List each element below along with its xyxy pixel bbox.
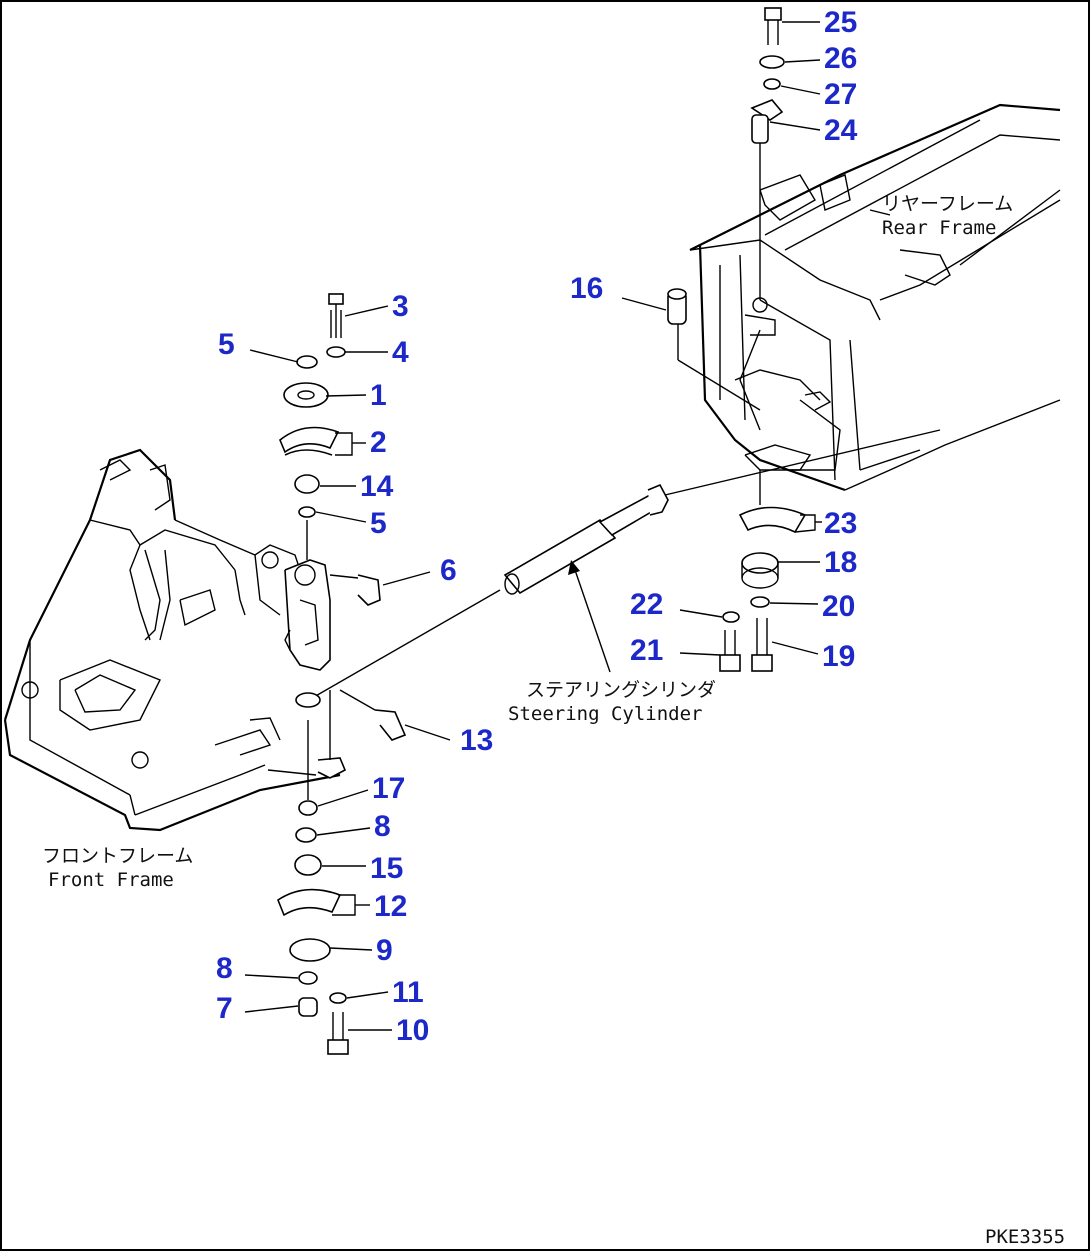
callout-15: 15 xyxy=(370,852,403,885)
callout-3: 3 xyxy=(392,290,409,323)
front-frame-label-jp: フロントフレーム xyxy=(42,845,193,867)
callout-4: 4 xyxy=(392,336,409,369)
rear-hinge-parts xyxy=(667,7,807,672)
callout-8: 8 xyxy=(374,810,391,843)
front-hinge-parts xyxy=(277,293,407,1055)
callout-17: 17 xyxy=(372,772,405,805)
callout-13: 13 xyxy=(460,724,493,757)
drawing-code: PKE3355 xyxy=(985,1226,1065,1248)
callout-7: 7 xyxy=(216,992,233,1025)
leader-lines xyxy=(244,21,822,1031)
front-frame-label-en: Front Frame xyxy=(48,869,174,891)
callout-1: 1 xyxy=(370,379,387,412)
callout-25: 25 xyxy=(824,6,857,39)
rear-frame-label-jp: リヤーフレーム xyxy=(882,193,1013,215)
steering-cylinder xyxy=(299,429,941,706)
callout-10: 10 xyxy=(396,1014,429,1047)
callout-16: 16 xyxy=(570,272,603,305)
callout-5-lower: 5 xyxy=(370,507,387,540)
callout-14: 14 xyxy=(360,470,394,503)
callout-6: 6 xyxy=(440,554,457,587)
steering-cylinder-label-en: Steering Cylinder xyxy=(508,703,702,725)
callout-5: 5 xyxy=(218,328,235,361)
callout-26: 26 xyxy=(824,42,857,75)
frame-labels: リヤーフレーム Rear Frame ステアリングシリンダ Steering C… xyxy=(42,193,1065,1248)
callout-21: 21 xyxy=(630,634,663,667)
callout-22: 22 xyxy=(630,588,663,621)
front-frame xyxy=(3,448,341,832)
callout-numbers: 3 5 4 1 2 14 5 6 13 17 8 15 12 9 8 11 7 … xyxy=(216,6,858,1047)
callout-12: 12 xyxy=(374,890,407,923)
callout-18: 18 xyxy=(824,546,857,579)
rear-frame xyxy=(689,103,1061,492)
steering-cylinder-label-jp: ステアリングシリンダ xyxy=(526,679,716,701)
callout-9: 9 xyxy=(376,934,393,967)
callout-23: 23 xyxy=(824,507,857,540)
callout-2: 2 xyxy=(370,426,387,459)
hinge-bracket xyxy=(284,559,331,671)
rear-frame-label-en: Rear Frame xyxy=(882,217,996,239)
callout-20: 20 xyxy=(822,590,855,623)
callout-8-lower: 8 xyxy=(216,952,233,985)
callout-27: 27 xyxy=(824,78,857,111)
callout-24: 24 xyxy=(824,114,858,147)
callout-19: 19 xyxy=(822,640,855,673)
callout-11: 11 xyxy=(392,976,424,1009)
